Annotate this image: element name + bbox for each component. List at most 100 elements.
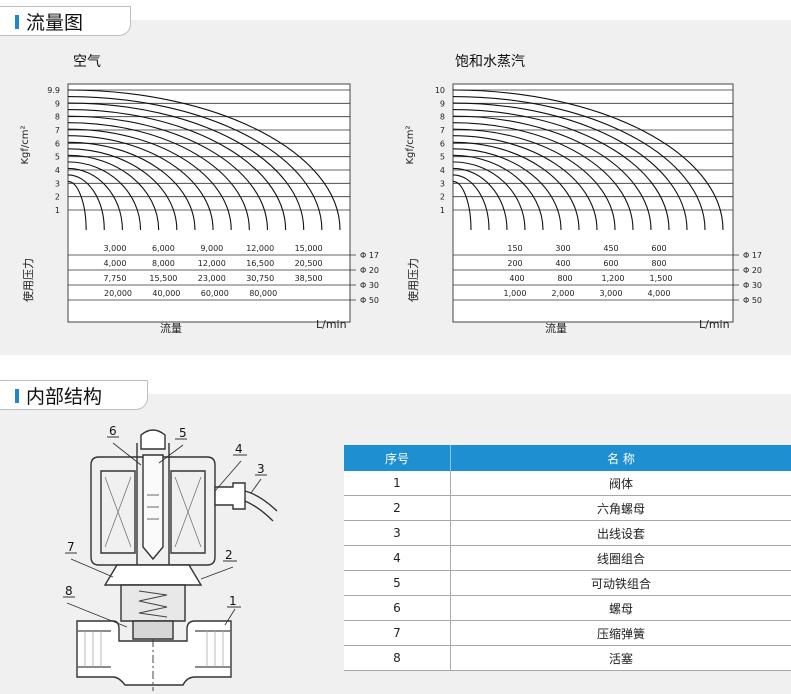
chart-frame [67,83,351,323]
column-header-name: 名 称 [450,445,791,471]
cell-no: 4 [344,545,451,571]
pressure-axis-label: 使用压力 [407,258,420,302]
pressure-axis-label: 使用压力 [22,258,35,302]
pipe-diameter-label: Φ 20 [743,266,762,275]
callout-4: 4 [235,442,243,456]
flow-value-label: 4,000 [648,289,671,298]
chart-title-steam: 饱和水蒸汽 [455,54,525,70]
flow-value-label: 9,000 [200,244,223,253]
x-unit-label: L/min [699,318,730,331]
pipe-diameter-label: Φ 20 [360,266,379,275]
cell-name: 出线设套 [450,520,791,546]
flow-value-label: 23,000 [198,274,226,283]
y-tick-label: 4 [55,166,60,175]
flow-curve [452,115,652,231]
table-header-row: 序号 名 称 [344,445,791,471]
flow-curve [452,95,706,231]
flow-curve [452,154,544,231]
flow-value-label: 30,750 [246,274,274,283]
y-tick-label: 9 [440,99,445,108]
flow-curve [67,102,305,231]
flow-value-label: 3,000 [600,289,623,298]
flow-curve [452,180,472,231]
y-tick-label: 1 [55,206,60,215]
y-tick-label: 3 [55,179,60,188]
cell-no: 7 [344,620,451,646]
flow-curve [452,174,490,231]
flow-value-label: 7,750 [104,274,127,283]
flow-curve [67,148,178,231]
flow-value-label: 80,000 [249,289,277,298]
pipe-diameter-label: Φ 17 [743,251,762,260]
flow-value-label: 60,000 [201,289,229,298]
callout-3: 3 [257,462,265,476]
valve-cross-section-diagram: 6 5 4 3 2 7 8 1 [63,425,278,691]
coil-winding-left [100,470,136,554]
cable-gland [214,482,246,510]
flow-curve [67,122,250,231]
cell-name: 可动铁组合 [450,570,791,596]
spring [138,590,168,618]
flow-curve [67,180,87,231]
y-tick-label: 6 [55,139,60,148]
flow-value-label: 800 [651,259,666,268]
flow-curve [452,148,562,231]
flow-curve [67,167,123,231]
x-axis-label: 流量 [545,321,567,335]
callout-7: 7 [67,540,75,554]
callout-2: 2 [225,548,233,562]
cell-name: 压缩弹簧 [450,620,791,646]
flow-curve [452,102,688,231]
column-header-no: 序号 [344,445,451,471]
flow-value-label: 6,000 [152,244,175,253]
flow-curve [67,95,323,231]
y-tick-label: 5 [440,153,445,162]
coil-winding-right [170,470,206,554]
accent-bar-icon [15,15,19,29]
y-tick-label: 8 [55,113,60,122]
cell-no: 8 [344,645,451,671]
top-nut [140,429,166,450]
cell-no: 2 [344,495,451,521]
y-axis-label: Kgf/cm² [20,125,31,164]
cable [244,490,278,522]
flow-curve [452,109,670,231]
y-axis-label: Kgf/cm² [405,125,416,164]
flow-value-label: 20,000 [104,289,132,298]
flow-curve [452,161,526,231]
flow-value-label: 400 [509,274,524,283]
flow-value-label: 8,000 [152,259,175,268]
flow-value-label: 2,000 [552,289,575,298]
pipe-diameter-label: Φ 30 [360,281,379,290]
flow-value-label: 3,000 [104,244,127,253]
cell-name: 六角螺母 [450,495,791,521]
y-tick-label: 7 [55,126,60,135]
pipe-diameter-label: Φ 30 [743,281,762,290]
flow-value-label: 300 [555,244,570,253]
coil-housing [90,456,216,566]
flow-value-label: 200 [507,259,522,268]
piston [132,620,174,640]
flow-value-label: 1,500 [650,274,673,283]
flow-value-label: 150 [507,244,522,253]
flow-value-label: 600 [603,259,618,268]
callout-1: 1 [229,594,237,608]
chart-frame [452,83,734,323]
flow-value-label: 1,000 [504,289,527,298]
flow-value-label: 15,000 [295,244,323,253]
flow-curve [67,141,196,231]
cell-name: 活塞 [450,645,791,671]
flow-curve [67,174,105,231]
flow-value-label: 600 [651,244,666,253]
valve-body [76,620,232,686]
callout-6: 6 [109,425,117,438]
plunger-tube [136,443,170,565]
y-tick-label: 9 [55,99,60,108]
flow-curve [67,115,269,231]
